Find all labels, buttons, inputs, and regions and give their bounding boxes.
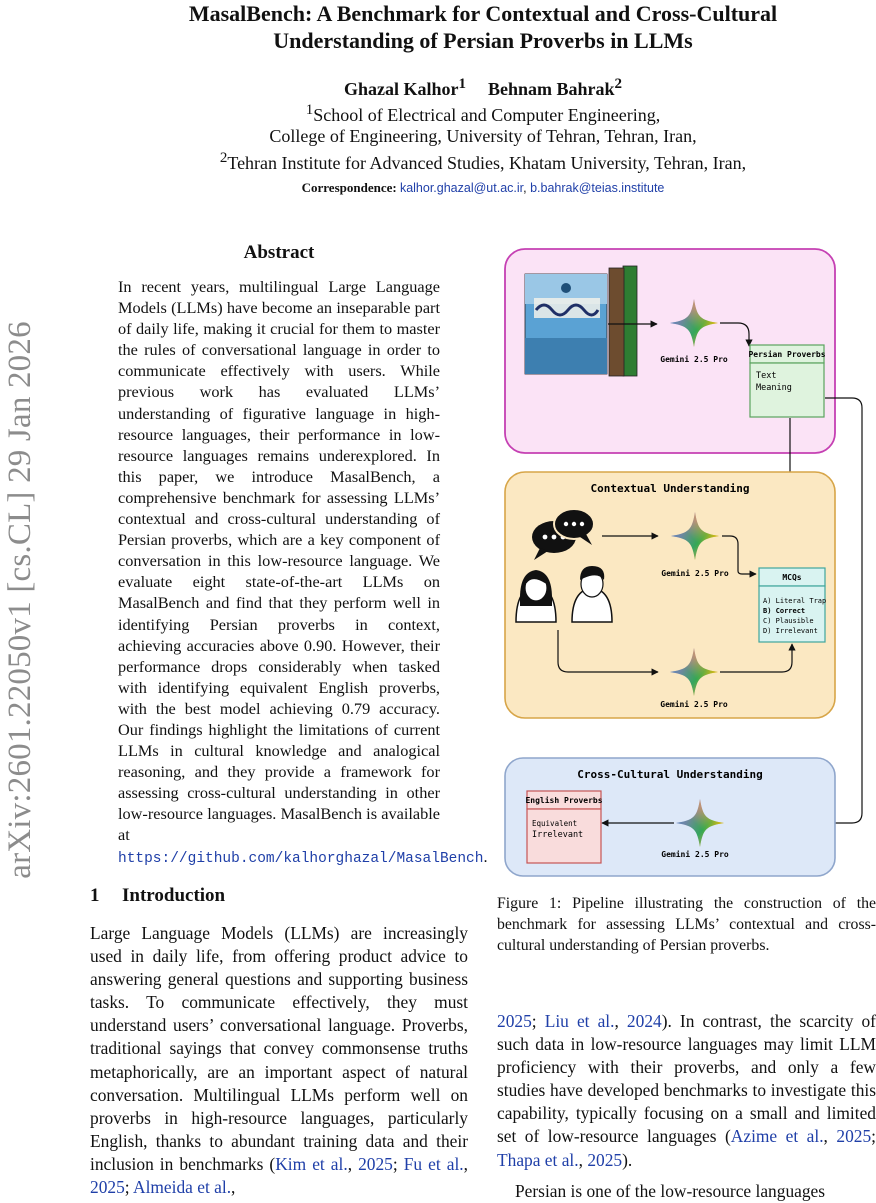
figure-pipeline: Gemini 2.5 Pro Persian Proverbs Text Mea…: [494, 238, 876, 878]
author-name: Behnam Bahrak: [487, 79, 615, 99]
right-column-text: 2025; Liu et al., 2024). In contrast, th…: [497, 1011, 876, 1170]
citation-link[interactable]: Kim et al.: [275, 1153, 348, 1174]
section-title: Introduction: [122, 885, 226, 906]
body-text: ).: [622, 1149, 633, 1170]
pipeline-diagram: Gemini 2.5 Pro Persian Proverbs Text Mea…: [504, 248, 863, 877]
next-paragraph-start: Persian is one of the low-resource langu…: [515, 1181, 826, 1201]
body-text: ). In contrast, the scarcity of such dat…: [497, 1011, 876, 1147]
abstract-end: .: [483, 846, 488, 866]
author-affiliation-mark: 2: [614, 76, 623, 92]
citation-year-link[interactable]: 2025: [358, 1153, 393, 1174]
affiliation-text: Tehran Institute for Advanced Studies, K…: [227, 153, 747, 173]
citation-link[interactable]: Thapa et al.: [497, 1149, 579, 1170]
citation-year-link[interactable]: 2024: [626, 1011, 662, 1031]
mcq-title: MCQs: [782, 573, 801, 582]
email-link[interactable]: kalhor.ghazal@ut.ac.ir: [399, 181, 524, 195]
man-avatar-icon: [571, 566, 613, 623]
citation-link[interactable]: Liu et al.: [544, 1011, 615, 1031]
mcq-option: B) Correct: [763, 607, 805, 615]
affiliation-mark: 2: [219, 150, 228, 166]
title-line-2: Understanding of Persian Proverbs in LLM…: [273, 28, 693, 53]
persian-proverbs-box: [749, 362, 825, 418]
section-heading-introduction: 1 Introduction: [90, 885, 225, 907]
english-proverbs-field: Irrelevant: [532, 830, 583, 840]
persian-proverbs-field: Meaning: [756, 383, 792, 393]
correspondence-label: Correspondence:: [301, 180, 397, 195]
english-proverbs-title: English Proverbs: [525, 795, 602, 805]
model-label: Gemini 2.5 Pro: [660, 354, 728, 364]
introduction-body: Large Language Models (LLMs) are increas…: [90, 923, 468, 1198]
author-list: Ghazal Kalhor1 Behnam Bahrak2: [70, 76, 876, 100]
chat-bubbles-icon: [532, 508, 595, 560]
citation-year-link[interactable]: 2025: [90, 1177, 125, 1198]
author-affiliation-mark: 1: [458, 76, 466, 92]
woman-avatar-icon: [515, 570, 557, 623]
model-label: Gemini 2.5 Pro: [660, 699, 728, 709]
title-line-1: MasalBench: A Benchmark for Contextual a…: [188, 1, 778, 26]
mcq-option: D) Irrelevant: [763, 627, 818, 635]
arxiv-stamp: arXiv:2601.22050v1 [cs.CL] 29 Jan 2026: [2, 321, 38, 879]
section-number: 1: [90, 885, 100, 906]
contextual-understanding-title: Contextual Understanding: [591, 482, 750, 495]
author-name: Ghazal Kalhor: [343, 79, 459, 99]
citation-link[interactable]: Almeida et al.: [133, 1177, 232, 1198]
english-proverbs-box: [526, 808, 602, 864]
mcq-box: [758, 585, 826, 643]
abstract-text: In recent years, multilingual Large Lang…: [118, 277, 440, 845]
affiliation-2: 2Tehran Institute for Advanced Studies, …: [70, 150, 876, 174]
citation-year-link[interactable]: 2025: [497, 1011, 532, 1031]
figure-caption: Figure 1: Pipeline illustrating the cons…: [497, 895, 876, 954]
model-label: Gemini 2.5 Pro: [661, 568, 729, 578]
abstract-heading: Abstract: [243, 242, 315, 263]
affiliation-1: 1School of Electrical and Computer Engin…: [70, 102, 876, 126]
citation-year-link[interactable]: 2025: [587, 1149, 623, 1170]
affiliation-1-cont: College of Engineering, University of Te…: [70, 126, 876, 147]
abstract-body: In recent years, multilingual Large Lang…: [118, 276, 488, 870]
cross-cultural-understanding-title: Cross-Cultural Understanding: [577, 768, 762, 781]
citation-year-link[interactable]: 2025: [836, 1126, 872, 1147]
book-cover-icon: [524, 265, 638, 377]
affiliation-text: School of Electrical and Computer Engine…: [313, 105, 661, 125]
affiliation-mark: 1: [305, 102, 314, 118]
intro-text: Large Language Models (LLMs) are increas…: [90, 923, 468, 1174]
persian-proverbs-field: Text: [756, 371, 776, 381]
correspondence: Correspondence: kalhor.ghazal@ut.ac.ir, …: [301, 180, 665, 195]
mcq-option: C) Plausible: [763, 617, 814, 625]
english-proverbs-field: Equivalent: [532, 819, 577, 828]
citation-link[interactable]: Azime et al.: [730, 1126, 824, 1147]
intro-text-tail: ,: [231, 1177, 236, 1198]
model-label: Gemini 2.5 Pro: [661, 849, 729, 859]
affiliation-text: College of Engineering, University of Te…: [269, 126, 697, 146]
mcq-option: A) Literal Trap: [763, 597, 826, 605]
email-link[interactable]: b.bahrak@teias.institute: [530, 181, 665, 195]
github-link[interactable]: https://github.com/kalhorghazal/MasalBen…: [118, 850, 484, 867]
paper-title: MasalBench: A Benchmark for Contextual a…: [70, 0, 876, 54]
citation-link[interactable]: Fu et al.: [403, 1153, 464, 1174]
persian-proverbs-title: Persian Proverbs: [748, 349, 825, 359]
